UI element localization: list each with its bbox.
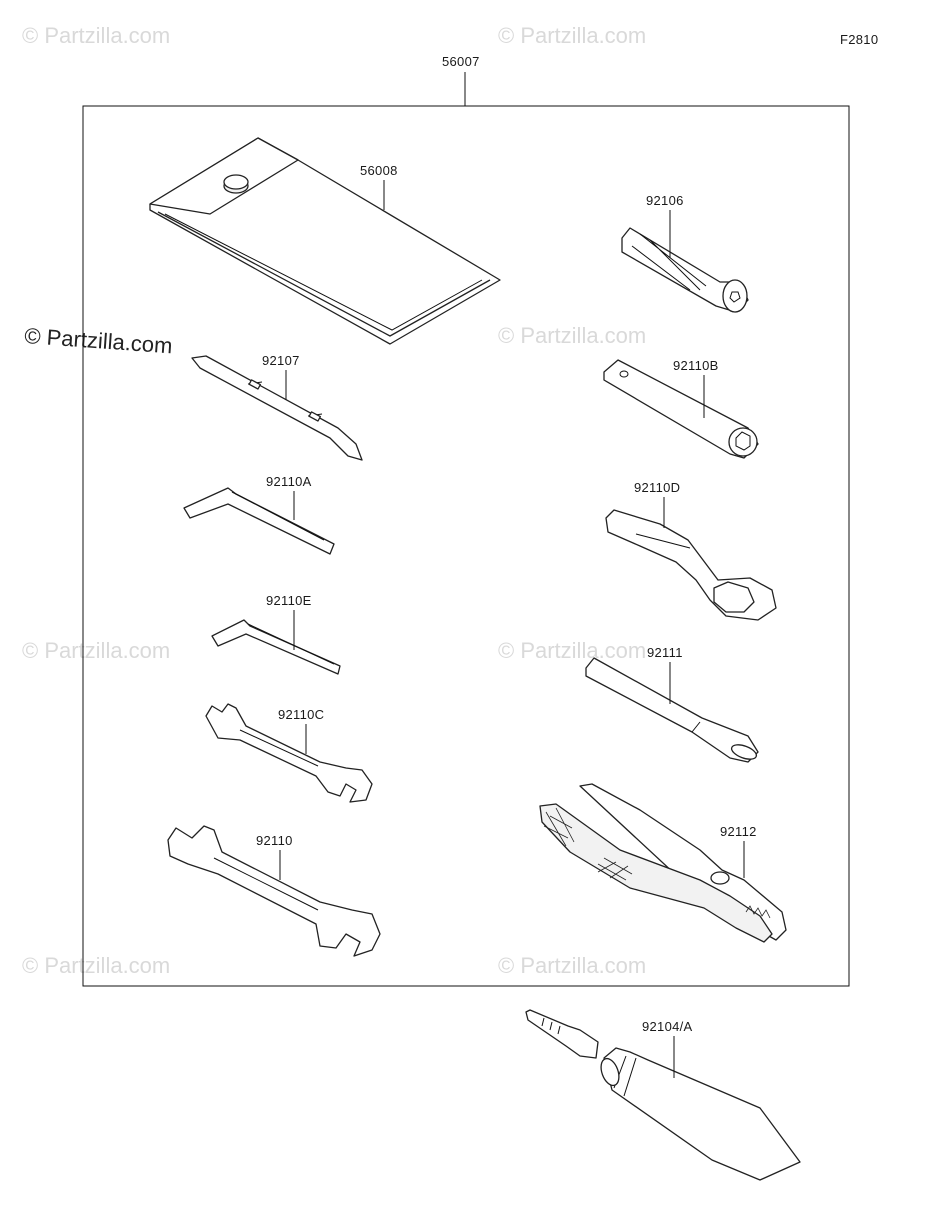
watermark-2: © Partzilla.com [498, 23, 646, 48]
hex-key-92110a [183, 487, 335, 555]
handle-bar-92111 [585, 657, 759, 763]
kit-frame [82, 105, 850, 987]
grease-tube-92104a [525, 1009, 801, 1181]
plug-tool-92106 [621, 227, 749, 313]
watermark-dark: © Partzilla.com [24, 323, 174, 358]
wrench-92110c [205, 703, 373, 803]
label-92106: 92106 [646, 193, 684, 208]
watermark-1: © Partzilla.com [22, 23, 170, 48]
label-56007: 56007 [442, 54, 480, 69]
label-92110a: 92110A [266, 474, 312, 489]
ring-wrench-92110d [605, 509, 777, 621]
label-92110: 92110 [256, 833, 293, 848]
label-92112: 92112 [720, 824, 757, 839]
label-92110e: 92110E [266, 593, 312, 608]
wrench-92110 [167, 825, 381, 957]
watermark-5: © Partzilla.com [498, 638, 646, 663]
screwdriver-92107 [191, 355, 363, 461]
label-92110b: 92110B [673, 358, 719, 373]
figure-code: F2810 [840, 32, 878, 47]
watermark-3: © Partzilla.com [498, 323, 646, 348]
watermarks: © Partzilla.com © Partzilla.com © Partzi… [22, 23, 646, 978]
label-56008: 56008 [360, 163, 398, 178]
watermark-6: © Partzilla.com [22, 953, 170, 978]
label-92110c: 92110C [278, 707, 324, 722]
watermark-4: © Partzilla.com [22, 638, 170, 663]
label-92110d: 92110D [634, 480, 680, 495]
hex-key-92110e [211, 619, 341, 675]
box-wrench-92110b [603, 359, 759, 459]
label-92111: 92111 [647, 645, 683, 660]
label-92104a: 92104/A [642, 1019, 693, 1034]
tool-pouch-56008 [149, 137, 501, 345]
label-92107: 92107 [262, 353, 300, 368]
watermark-7: © Partzilla.com [498, 953, 646, 978]
pliers-92112 [539, 783, 787, 943]
